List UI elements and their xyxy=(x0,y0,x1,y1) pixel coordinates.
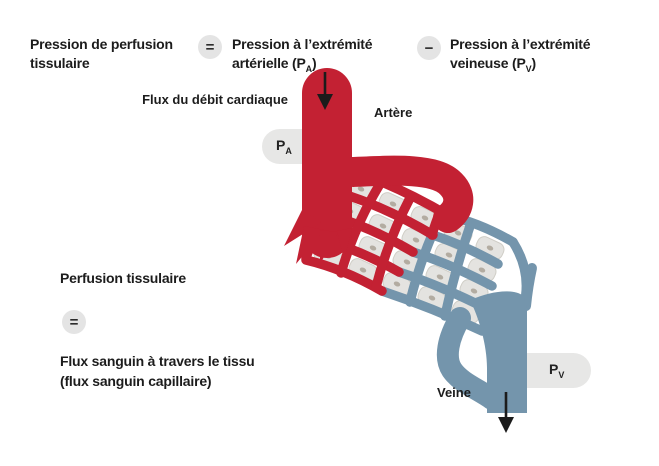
artery-branch xyxy=(338,155,474,233)
formula-left-line1: Pression de perfusion xyxy=(30,36,173,52)
equals-operator-icon: = xyxy=(198,35,222,59)
formula-arterial-term: Pression à l’extrémité artérielle (PA) xyxy=(232,35,373,79)
vein-trunk xyxy=(470,291,527,413)
cell-nucleus xyxy=(357,186,365,192)
inflow-arrow xyxy=(317,72,333,110)
artery-label: Artère xyxy=(374,105,413,120)
cell-nucleus xyxy=(359,267,367,273)
formula-venous-line2: veineuse (PV) xyxy=(450,55,536,74)
outflow-arrow xyxy=(498,392,514,433)
cell-nucleus xyxy=(428,295,436,301)
blood-flow-line1: Flux sanguin à travers le tissu xyxy=(60,353,255,369)
formula-left-line2: tissulaire xyxy=(30,55,90,71)
artery-root-spikes xyxy=(284,205,352,264)
formula-left-term: Pression de perfusion tissulaire xyxy=(30,35,173,73)
cell-nucleus xyxy=(470,288,478,294)
equals-operator-icon-2: = xyxy=(62,310,86,334)
minus-operator-icon: − xyxy=(417,36,441,60)
cardiac-output-flow-label: Flux du débit cardiaque xyxy=(142,92,288,107)
cell-nucleus xyxy=(445,252,453,258)
blood-flow-line2: (flux sanguin capillaire) xyxy=(60,373,212,389)
cell-nucleus xyxy=(454,230,462,236)
pa-label: PA xyxy=(276,137,292,156)
cell-nucleus xyxy=(486,245,494,251)
vein-upper-stub xyxy=(521,263,537,311)
cell-nucleus xyxy=(379,223,387,229)
cell-nucleus xyxy=(478,267,486,273)
vein-elbow-branch xyxy=(436,307,503,410)
formula-arterial-line1: Pression à l’extrémité xyxy=(232,36,373,52)
cell-nucleus xyxy=(421,215,429,221)
formula-venous-term: Pression à l’extrémité veineuse (PV) xyxy=(450,35,591,79)
cell-nucleus xyxy=(369,245,377,251)
pv-label: PV xyxy=(549,361,565,380)
cell-nucleus xyxy=(393,281,401,287)
blood-flow-definition: Flux sanguin à travers le tissu (flux sa… xyxy=(60,351,255,391)
cell-nucleus xyxy=(389,201,397,207)
formula-venous-line1: Pression à l’extrémité xyxy=(450,36,591,52)
cell-nucleus xyxy=(403,259,411,265)
perfusion-title: Perfusion tissulaire xyxy=(60,270,186,286)
cell-nucleus xyxy=(412,237,420,243)
cell-nucleus xyxy=(436,274,444,280)
vein-label: Veine xyxy=(437,385,471,400)
formula-arterial-line2: artérielle (PA) xyxy=(232,55,317,74)
